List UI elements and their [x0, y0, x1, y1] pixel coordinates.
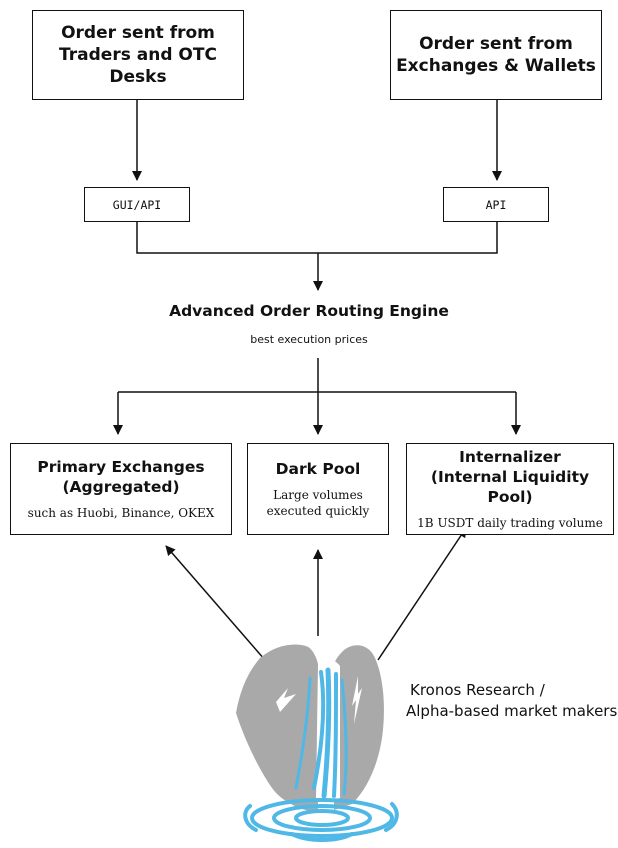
- venue-internalizer-detail: 1B USDT daily trading volume: [417, 516, 603, 530]
- market-makers-line1: Kronos Research /: [410, 681, 545, 699]
- interface-api-label: API: [485, 197, 507, 212]
- venue-primary-line2: (Aggregated): [62, 478, 180, 496]
- interface-gui-api-label: GUI/API: [112, 197, 162, 212]
- source-box-traders: Order sent from Traders and OTC Desks: [32, 10, 244, 100]
- venue-internalizer-line2: (Internal Liquidity Pool): [430, 468, 590, 506]
- mountain-waterfall-logo: [236, 644, 399, 842]
- venue-box-internalizer: Internalizer (Internal Liquidity Pool) 1…: [406, 443, 614, 535]
- engine-subtitle: best execution prices: [250, 333, 368, 346]
- engine-title: Advanced Order Routing Engine: [169, 302, 449, 320]
- arrow-mm-to-internalizer: [377, 527, 467, 661]
- venue-primary-detail: such as Huobi, Binance, OKEX: [27, 506, 215, 520]
- venue-internalizer-line1: Internalizer: [459, 448, 561, 466]
- merge-line: [136, 222, 498, 254]
- arrow-mm-to-primary: [165, 545, 266, 661]
- venue-primary-line1: Primary Exchanges: [37, 458, 205, 476]
- source-exchanges-line1: Order sent from: [419, 34, 573, 54]
- venue-box-dark-pool: Dark Pool Large volumes executed quickly: [247, 443, 389, 535]
- interface-box-api: API: [443, 187, 549, 222]
- interface-box-gui-api: GUI/API: [84, 187, 190, 222]
- market-makers-line2: Alpha-based market makers: [406, 702, 618, 720]
- venue-darkpool-detail2: executed quickly: [266, 504, 370, 518]
- venue-darkpool-detail1: Large volumes: [273, 488, 363, 502]
- market-makers-label: Kronos Research / Alpha-based market mak…: [406, 680, 617, 722]
- venue-darkpool-line1: Dark Pool: [275, 460, 361, 478]
- source-traders-line1: Order sent from: [61, 23, 215, 43]
- source-box-exchanges: Order sent from Exchanges & Wallets: [390, 10, 602, 100]
- venue-box-primary-exchanges: Primary Exchanges (Aggregated) such as H…: [10, 443, 232, 535]
- source-traders-line2: Traders and OTC Desks: [59, 45, 217, 87]
- source-exchanges-line2: Exchanges & Wallets: [396, 56, 596, 76]
